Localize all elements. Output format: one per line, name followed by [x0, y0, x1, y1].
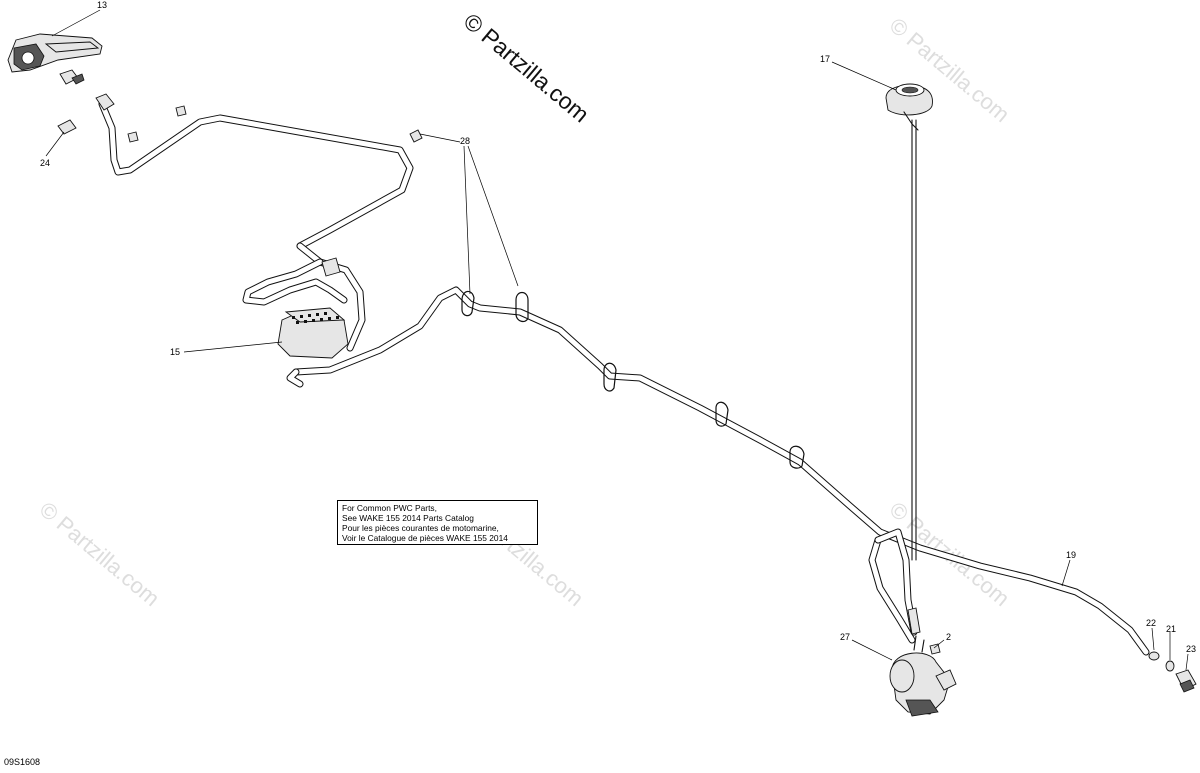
note-line: See WAKE 155 2014 Parts Catalog: [342, 513, 474, 523]
label-27: 27: [840, 632, 850, 642]
part-28-clips: [461, 290, 805, 469]
label-2: 2: [946, 632, 951, 642]
note-line: For Common PWC Parts,: [342, 503, 437, 513]
clip-small: [409, 129, 423, 143]
part-17-cap: [885, 83, 933, 131]
watermark-main: © Partzilla.com: [459, 8, 594, 128]
common-parts-note: For Common PWC Parts, See WAKE 155 2014 …: [337, 500, 538, 545]
diagram-code: 09S1608: [4, 757, 41, 767]
label-17: 17: [820, 54, 830, 64]
label-13: 13: [97, 0, 107, 10]
clip-small: [175, 105, 187, 117]
part-number-labels: 13 24 17 28 15 19 27 2 22 21 23: [40, 0, 1196, 654]
part-23-sensor: [1175, 669, 1197, 693]
part-15-fuse-box: [242, 242, 366, 359]
label-22: 22: [1146, 618, 1156, 628]
clip-small: [127, 131, 139, 143]
label-21: 21: [1166, 624, 1176, 634]
label-23: 23: [1186, 644, 1196, 654]
part-21-ring: [1165, 660, 1175, 672]
part-27-pump: [889, 635, 957, 717]
leader-lines: [45, 9, 1189, 671]
note-line: Voir le Catalogue de pièces WAKE 155 201…: [342, 533, 508, 543]
label-15: 15: [170, 347, 180, 357]
connector-13: [59, 69, 85, 85]
label-19: 19: [1066, 550, 1076, 560]
label-28: 28: [460, 136, 470, 146]
part-13-housing: [7, 33, 103, 73]
note-line: Pour les pièces courantes de motomarine,: [342, 523, 499, 533]
sensor-lead: [911, 119, 917, 561]
label-24: 24: [40, 158, 50, 168]
watermark-faint: © Partzilla.com: [35, 497, 165, 611]
harness-upper: [95, 93, 414, 250]
harness-main: [286, 286, 1150, 656]
part-19-sensor-assembly: [868, 528, 921, 644]
part-22-fitting: [1148, 651, 1160, 661]
part-2-screw: [929, 643, 941, 655]
part-24-clip: [57, 119, 77, 135]
